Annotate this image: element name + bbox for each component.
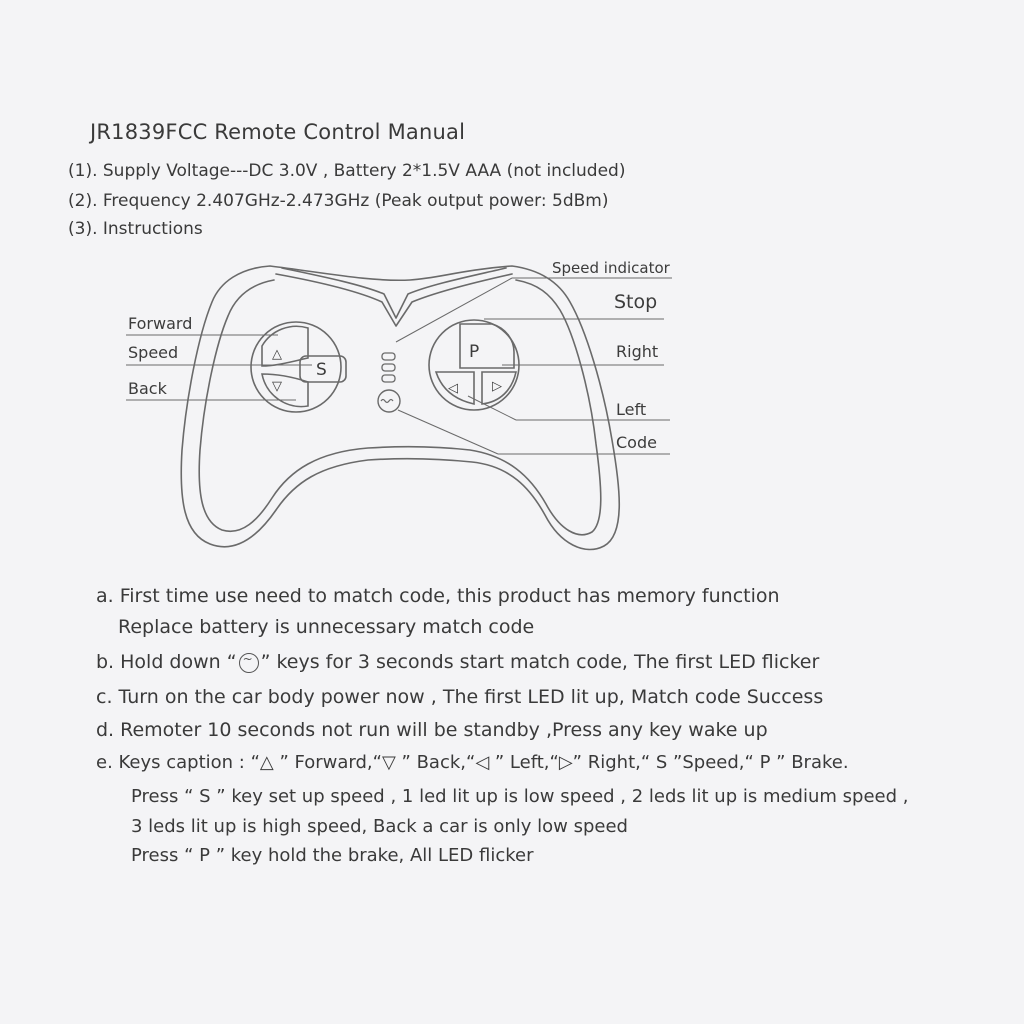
speed-button-glyph: S <box>316 360 327 380</box>
leader-speed-indicator <box>395 277 513 343</box>
note-e: e. Keys caption : “△ ” Forward,“▽ ” Back… <box>96 752 849 773</box>
code-button <box>377 389 401 413</box>
spec-supply-voltage: (1). Supply Voltage---DC 3.0V , Battery … <box>68 161 626 181</box>
note-b-post: ” keys for 3 seconds start match code, T… <box>260 651 820 673</box>
bumper-ridge-inner <box>281 267 507 319</box>
park-button-glyph: P <box>469 342 479 362</box>
leader-code <box>397 409 499 455</box>
note-d: d. Remoter 10 seconds not run will be st… <box>96 719 768 741</box>
note-e-line-2: 3 leds lit up is high speed, Back a car … <box>131 816 628 837</box>
controller-inner-contour <box>198 279 602 536</box>
left-pad-ring <box>250 321 342 413</box>
park-button-outline <box>459 323 515 369</box>
label-speed: Speed <box>128 343 178 362</box>
note-a-line-1: a. First time use need to match code, th… <box>96 585 780 607</box>
code-icon <box>380 398 394 404</box>
spec-frequency: (2). Frequency 2.407GHz-2.473GHz (Peak o… <box>68 191 609 211</box>
left-button-outline <box>434 371 475 405</box>
note-b-pre: b. Hold down “ <box>96 651 237 673</box>
note-c: c. Turn on the car body power now , The … <box>96 686 824 708</box>
left-button-glyph: ◁ <box>448 381 458 396</box>
note-e-line-3: Press “ P ” key hold the brake, All LED … <box>131 845 534 866</box>
speed-button-outline <box>299 355 347 383</box>
spec-instructions: (3). Instructions <box>68 219 203 239</box>
note-a-line-2: Replace battery is unnecessary match cod… <box>118 616 535 638</box>
led-3 <box>381 374 396 383</box>
forward-button-glyph: △ <box>272 347 282 362</box>
leader-left <box>467 395 517 421</box>
led-2 <box>381 363 396 372</box>
label-code: Code <box>616 433 657 452</box>
right-button-outline <box>481 371 517 405</box>
label-back: Back <box>128 379 168 398</box>
manual-title: JR1839FCC Remote Control Manual <box>90 120 466 144</box>
label-forward: Forward <box>128 314 192 333</box>
back-button-outline <box>261 373 309 408</box>
label-speed-indicator: Speed indicator <box>552 259 671 277</box>
led-1 <box>381 352 396 361</box>
label-right: Right <box>616 342 658 361</box>
bumper-ridge <box>275 273 513 327</box>
note-b: b. Hold down “ ” keys for 3 seconds start… <box>96 651 819 673</box>
back-button-glyph: ▽ <box>272 379 282 394</box>
right-button-glyph: ▷ <box>492 379 502 394</box>
note-e-line-1: Press “ S ” key set up speed , 1 led lit… <box>131 786 909 807</box>
code-key-icon <box>238 652 259 673</box>
label-left: Left <box>616 400 646 419</box>
label-stop: Stop <box>614 291 657 313</box>
controller-outline <box>180 265 621 551</box>
